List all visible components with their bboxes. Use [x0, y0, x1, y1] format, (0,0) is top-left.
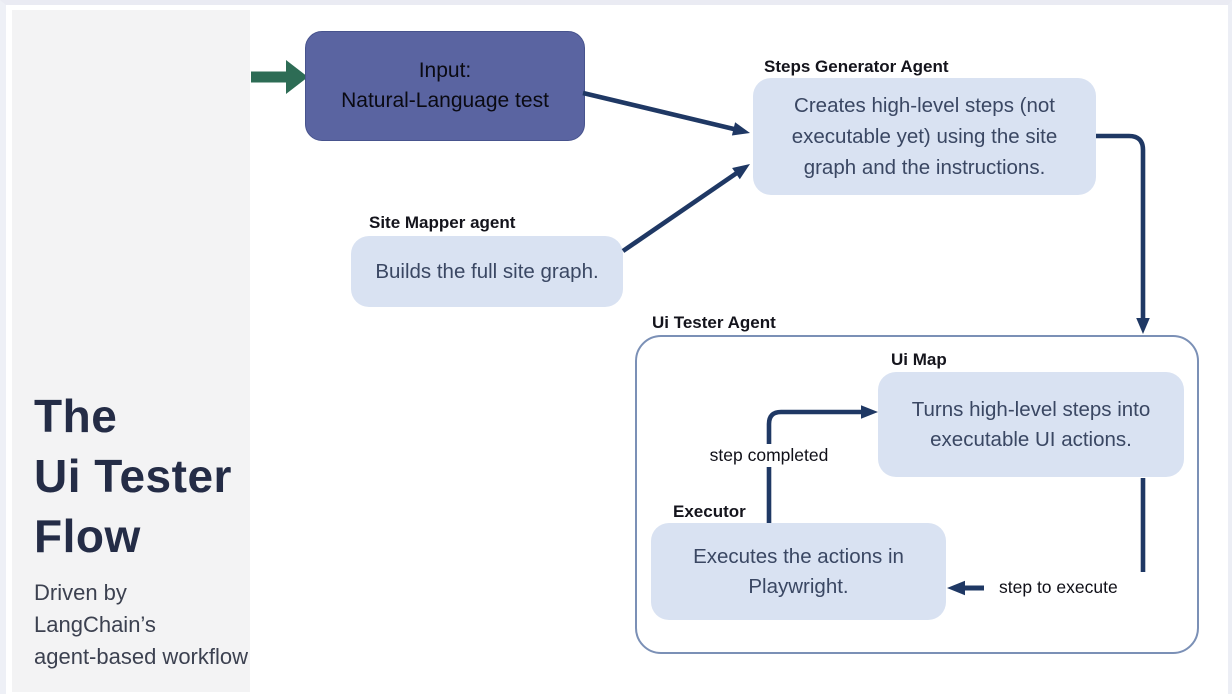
steps-generator-label: Steps Generator Agent [764, 57, 949, 76]
node-steps-generator-line: graph and the instructions. [803, 156, 1046, 179]
page-subtitle: Driven by LangChain’s agent-based workfl… [34, 577, 250, 673]
executor-label: Executor [673, 502, 746, 521]
node-site-mapper-line: Builds the full site graph. [375, 259, 599, 283]
step-completed-label: step completed [703, 444, 835, 467]
node-executor: Executes the actions in Playwright. [651, 523, 946, 620]
page-title-line: The [34, 390, 118, 442]
node-site-mapper: Builds the full site graph. [351, 236, 623, 307]
node-input-line: Natural-Language test [341, 89, 549, 112]
step-to-execute-label: step to execute [999, 577, 1118, 597]
node-steps-generator: Creates high-level steps (not executable… [753, 78, 1096, 195]
node-steps-generator-line: executable yet) using the site [791, 125, 1058, 148]
page-subtitle-line: Driven by LangChain’s [34, 580, 156, 637]
page-title-line: Flow [34, 510, 141, 562]
ui-map-label: Ui Map [891, 350, 947, 369]
ui-tester-group-label: Ui Tester Agent [652, 313, 776, 332]
arrow-site-mapper-to-steps-generator [621, 164, 750, 253]
site-mapper-label: Site Mapper agent [369, 213, 516, 232]
page-subtitle-line: agent-based workflow [34, 644, 249, 669]
arrow-steps-generator-to-ui-tester [1096, 133, 1150, 334]
node-ui-map-line: Turns high-level steps into [911, 397, 1151, 421]
node-executor-line: Executes the actions in [693, 544, 904, 568]
node-input: Input: Natural-Language test [305, 31, 585, 141]
node-input-line: Input: [418, 59, 472, 82]
node-ui-map-line: executable UI actions. [930, 427, 1132, 451]
page-title-line: Ui Tester [34, 450, 232, 502]
page-title: The Ui Tester Flow [34, 386, 232, 566]
sidebar: The Ui Tester Flow Driven by LangChain’s… [12, 10, 250, 692]
node-ui-map: Turns high-level steps into executable U… [878, 372, 1184, 477]
node-steps-generator-line: Creates high-level steps (not [794, 94, 1055, 117]
ui-tester-group [635, 335, 1199, 654]
arrow-input-to-steps-generator [582, 90, 750, 136]
node-executor-line: Playwright. [748, 574, 849, 598]
